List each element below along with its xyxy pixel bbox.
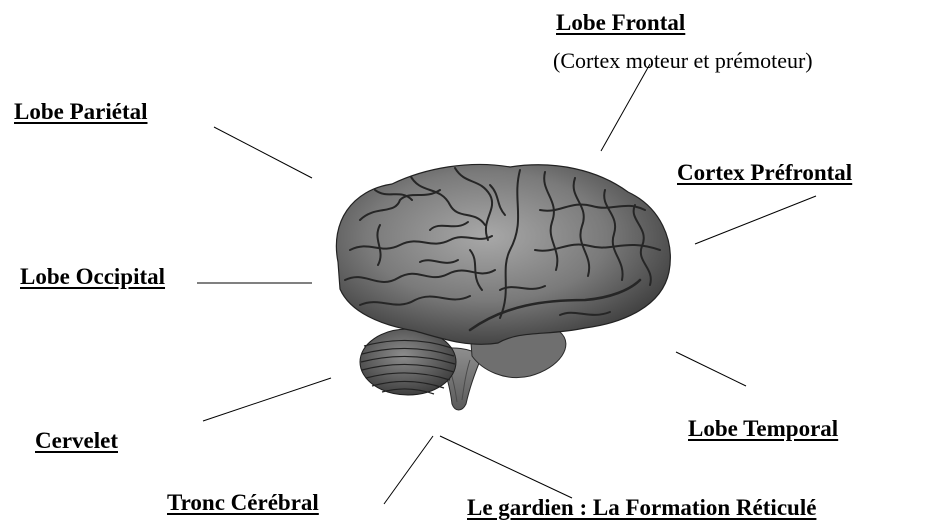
label-frontal-subtitle: (Cortex moteur et prémoteur) [553,48,813,74]
pointer-temporal [676,352,746,386]
pointer-prefrontal [695,196,816,244]
label-cerebellum: Cervelet [35,428,118,454]
pointer-reticular [440,436,572,498]
cerebrum-shape [336,164,670,344]
label-parietal-lobe: Lobe Pariétal [14,99,148,125]
pointer-frontal [601,64,650,151]
label-frontal-lobe: Lobe Frontal [556,10,685,36]
label-occipital-lobe: Lobe Occipital [20,264,165,290]
label-reticular-formation: Le gardien : La Formation Réticulé [467,495,816,521]
pointer-parietal [214,127,312,178]
label-temporal-lobe: Lobe Temporal [688,416,838,442]
label-prefrontal-cortex: Cortex Préfrontal [677,160,852,186]
pointer-cerebellum [203,378,331,421]
pointer-brainstem [384,436,433,504]
label-brainstem: Tronc Cérébral [167,490,319,516]
